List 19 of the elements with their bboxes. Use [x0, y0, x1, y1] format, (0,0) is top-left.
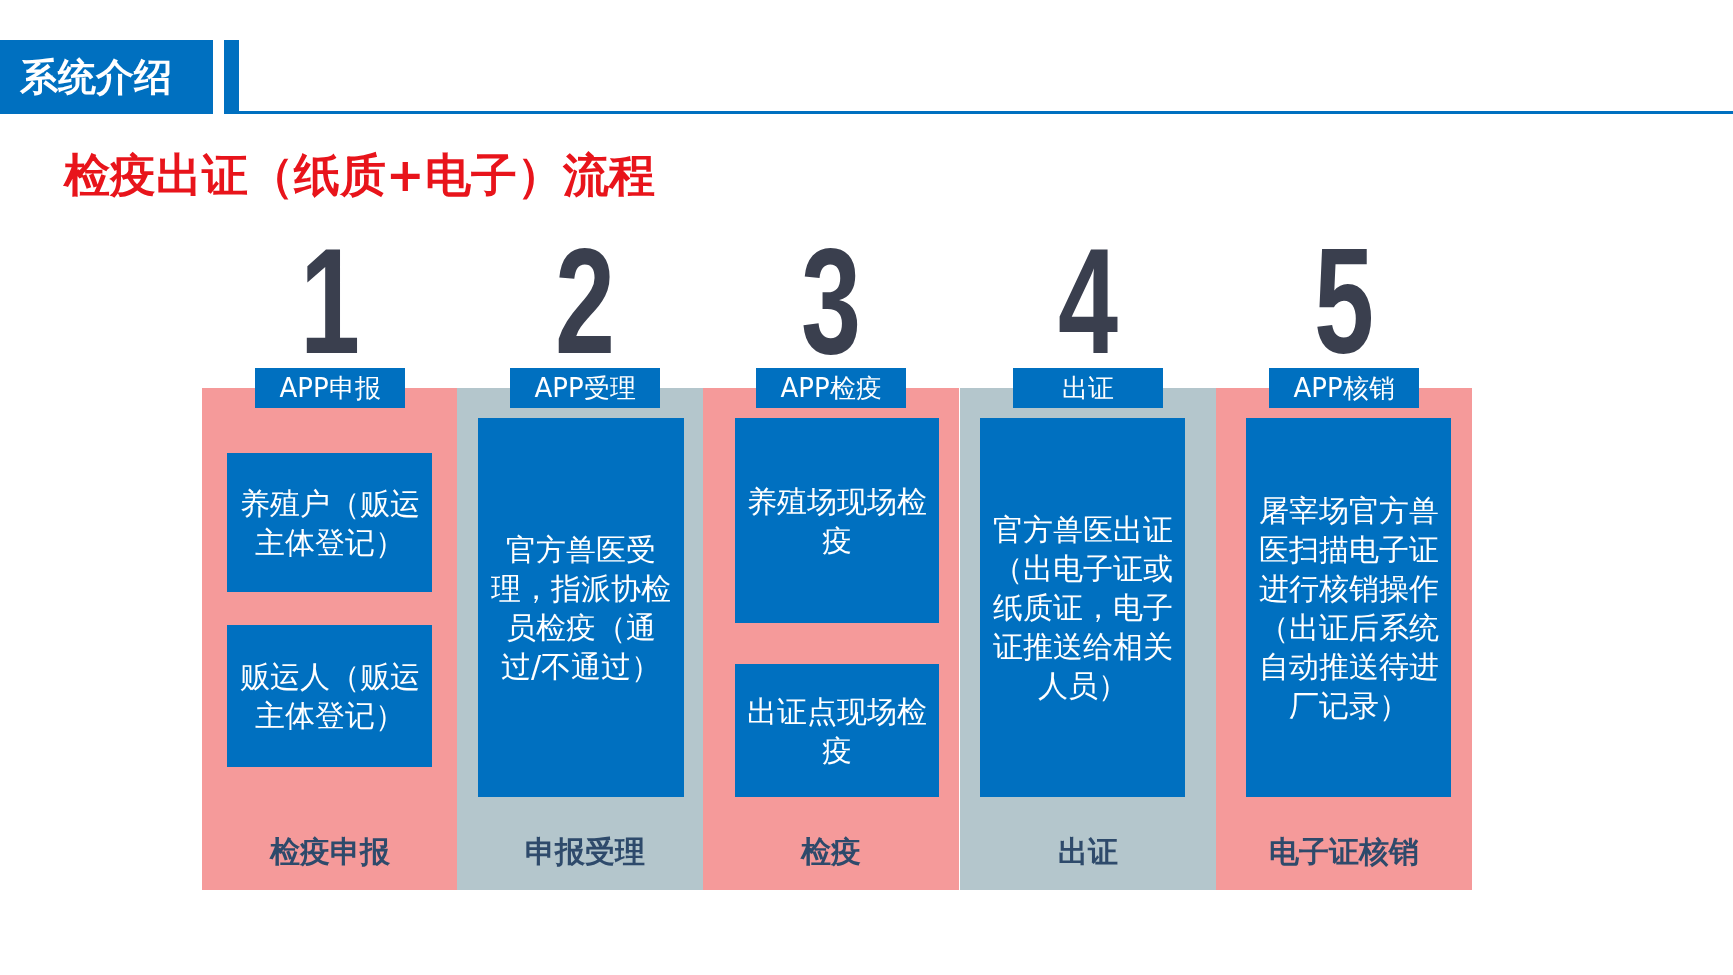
process-box: 出证点现场检疫: [735, 664, 939, 797]
process-box: 养殖户（贩运主体登记）: [227, 453, 432, 592]
stage-tab: 出证: [1013, 368, 1163, 408]
process-box: 屠宰场官方兽医扫描电子证进行核销操作（出证后系统自动推送待进厂记录）: [1246, 418, 1451, 797]
process-box: 官方兽医出证（出电子证或纸质证，电子证推送给相关人员）: [980, 418, 1185, 797]
stage-title: 出证: [1057, 833, 1119, 871]
section-header: 系统介绍: [0, 40, 213, 114]
process-box: 贩运人（贩运主体登记）: [227, 625, 432, 767]
process-box: 养殖场现场检疫: [735, 418, 939, 623]
page-title: 检疫出证（纸质+电子）流程: [64, 147, 655, 204]
stage-title: 检疫: [799, 833, 862, 871]
stage-tab: APP申报: [255, 368, 405, 408]
process-box: 官方兽医受理，指派协检员检疫（通过/不通过）: [478, 418, 684, 797]
stage-tab: APP核销: [1269, 368, 1419, 408]
stage-title: 申报受理: [524, 833, 646, 871]
stage-title: 检疫申报: [268, 833, 391, 871]
stage-tab: APP受理: [510, 368, 660, 408]
stage-title: 电子证核销: [1268, 833, 1420, 871]
stage-tab: APP检疫: [756, 368, 906, 408]
